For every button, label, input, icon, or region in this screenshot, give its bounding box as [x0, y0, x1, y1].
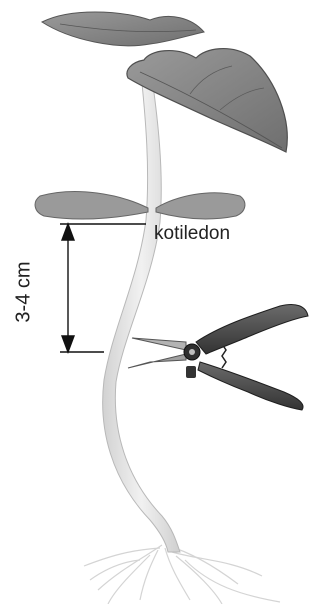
stem [103, 64, 180, 552]
arrow-down-icon [62, 336, 74, 352]
roots [84, 545, 280, 604]
cotyledon-left [35, 192, 148, 219]
cotyledon-right [156, 193, 245, 219]
arrow-up-icon [62, 224, 74, 240]
top-leaf [42, 12, 204, 46]
cotyledon-label: kotiledon [154, 223, 230, 245]
measurement-label: 3-4 cm [13, 261, 36, 322]
pruning-shears-icon [128, 304, 308, 410]
